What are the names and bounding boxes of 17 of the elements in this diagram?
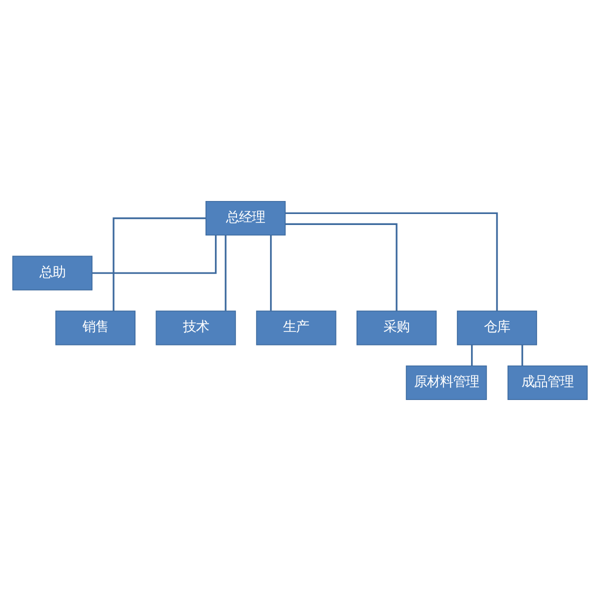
node-box: 总助: [12, 255, 92, 290]
connector: [285, 212, 498, 310]
connector: [521, 344, 524, 366]
node-box: 原材料管理: [406, 364, 487, 400]
node-box: 生产: [256, 310, 336, 345]
node-box: 技术: [156, 310, 236, 345]
connector: [270, 234, 272, 310]
connector: [112, 216, 206, 311]
connector: [471, 344, 473, 366]
connector: [224, 234, 226, 310]
node-box: 总经理: [206, 200, 286, 236]
node-box: 销售: [55, 310, 136, 345]
node-box: 仓库: [456, 310, 538, 345]
node-box: 成品管理: [508, 364, 588, 400]
node-box: 采购: [356, 310, 437, 345]
connector: [285, 222, 398, 310]
connector: [92, 234, 217, 274]
